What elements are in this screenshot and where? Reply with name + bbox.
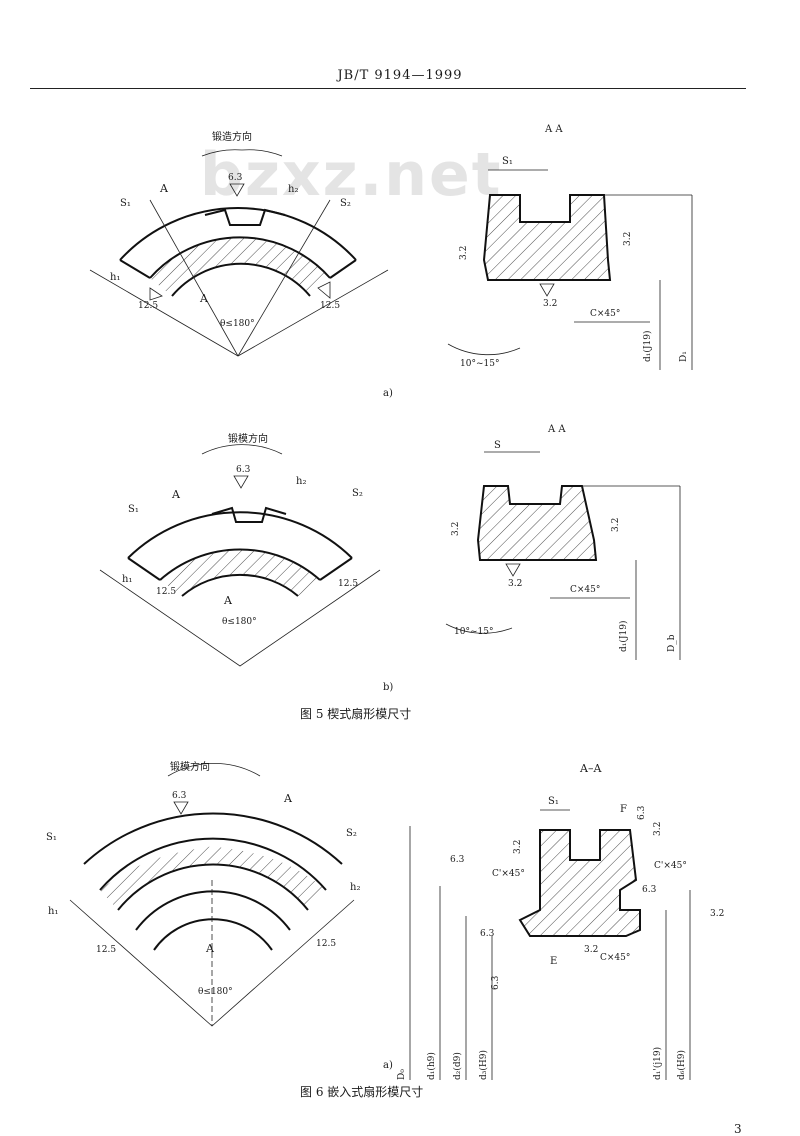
dim-d1: d₁(h9) bbox=[426, 1052, 437, 1080]
dim-s1: S₁ bbox=[502, 156, 513, 167]
dim-s2: S₂ bbox=[352, 488, 363, 499]
section-view-a: A A S₁ d₁(J19) D₁ C×45° 10°~15° 3.2 3.2 … bbox=[447, 124, 693, 370]
roughness-left-low: 12.5 bbox=[138, 301, 158, 311]
roughness-sec-bottom: 3.2 bbox=[543, 299, 557, 309]
angle-note: θ≤180° bbox=[222, 617, 257, 627]
forging-direction-label: 锻模方向 bbox=[170, 760, 210, 773]
section-marker-bottom: A bbox=[205, 942, 215, 955]
dim-d1: d₁(J19) bbox=[618, 621, 629, 652]
chamfer-c1: C'×45° bbox=[492, 869, 525, 879]
sector-view-6a: 锻模方向 S₁ S₂ h₁ h₂ A A θ≤180° 6.3 12.5 12.… bbox=[46, 760, 360, 1027]
section-title: A A bbox=[544, 124, 563, 135]
angle-note: θ≤180° bbox=[220, 319, 255, 329]
angle-note: θ≤180° bbox=[198, 987, 233, 997]
dim-s1: S₁ bbox=[548, 796, 559, 807]
dim-h1: h₁ bbox=[110, 272, 120, 283]
figure-6-caption: 图 6 嵌入式扇形模尺寸 bbox=[300, 1084, 423, 1099]
section-view-6a: A–A S₁ F E C'×45° C'×45° C×45° D₀ d₁(h9)… bbox=[397, 762, 724, 1080]
roughness-top: 6.3 bbox=[236, 465, 251, 475]
standard-code: JB/T 9194—1999 bbox=[337, 68, 463, 83]
draft-angle: 10°~15° bbox=[460, 359, 499, 369]
roughness-left-low: 12.5 bbox=[96, 945, 116, 955]
dim-E: E bbox=[550, 956, 557, 967]
roughness-r5: 6.3 bbox=[642, 885, 657, 895]
roughness-sec-left: 3.2 bbox=[451, 522, 461, 536]
dim-d4: d₁'(j19) bbox=[652, 1047, 663, 1080]
roughness-right-low: 12.5 bbox=[320, 301, 340, 311]
roughness-r2: 3.2 bbox=[513, 840, 523, 854]
roughness-r9: 3.2 bbox=[710, 909, 724, 919]
draft-angle: 10°~15° bbox=[454, 627, 493, 637]
roughness-left-low: 12.5 bbox=[156, 587, 176, 597]
sector-view-b: 锻模方向 S₁ S₂ h₁ h₂ A A θ≤180° 6.3 12.5 12.… bbox=[99, 432, 381, 667]
figure-6a: 锻模方向 S₁ S₂ h₁ h₂ A A θ≤180° 6.3 12.5 12.… bbox=[46, 760, 724, 1099]
section-title: A–A bbox=[579, 762, 602, 775]
dim-s2: S₂ bbox=[346, 828, 357, 839]
forging-direction-label: 锻模方向 bbox=[228, 432, 268, 445]
watermark: bzxz.net bbox=[200, 140, 503, 210]
roughness-sec-bottom: 3.2 bbox=[508, 579, 522, 589]
dim-s1: S₁ bbox=[128, 504, 139, 515]
roughness-sec-right: 3.2 bbox=[611, 518, 621, 532]
section-marker-bottom: A bbox=[199, 292, 209, 305]
section-marker-top: A bbox=[159, 182, 169, 195]
dim-h1: h₁ bbox=[122, 574, 132, 585]
chamfer-label: C×45° bbox=[590, 309, 620, 319]
figure-5b: 锻模方向 S₁ S₂ h₁ h₂ A A θ≤180° 6.3 12.5 12.… bbox=[99, 424, 681, 721]
dim-s: S bbox=[494, 440, 501, 451]
dim-s1: S₁ bbox=[46, 832, 57, 843]
roughness-r3: 3.2 bbox=[653, 822, 663, 836]
chamfer-label: C×45° bbox=[570, 585, 600, 595]
figure-5a: 锻造方向 S₁ S₂ h₁ h₂ A A θ≤180° 6.3 12.5 12.… bbox=[89, 124, 693, 399]
chamfer-c2: C'×45° bbox=[654, 861, 687, 871]
dim-Db: D_b bbox=[667, 634, 677, 652]
dim-d5: d₆(H9) bbox=[676, 1050, 687, 1080]
dim-d3: d₃(H9) bbox=[478, 1050, 489, 1080]
dim-d1: d₁(J19) bbox=[642, 331, 653, 362]
section-view-b: A A S d₁(J19) D_b C×45° 10°~15° 3.2 3.2 … bbox=[445, 424, 681, 660]
roughness-r6: 3.2 bbox=[584, 945, 598, 955]
roughness-top: 6.3 bbox=[172, 791, 187, 801]
dim-d2: d₂(d9) bbox=[452, 1052, 463, 1080]
dim-s1: S₁ bbox=[120, 198, 131, 209]
section-marker-top: A bbox=[283, 792, 293, 805]
chamfer-c3: C×45° bbox=[600, 953, 630, 963]
section-title: A A bbox=[547, 424, 566, 435]
roughness-r8: 6.3 bbox=[491, 975, 501, 990]
dim-h2: h₂ bbox=[288, 184, 298, 195]
section-marker-bottom: A bbox=[223, 594, 233, 607]
section-marker-top: A bbox=[171, 488, 181, 501]
header-rule bbox=[30, 88, 746, 89]
roughness-top: 6.3 bbox=[228, 173, 243, 183]
forging-direction-label: 锻造方向 bbox=[212, 130, 252, 143]
sector-view-a: 锻造方向 S₁ S₂ h₁ h₂ A A θ≤180° 6.3 12.5 12.… bbox=[89, 130, 389, 357]
roughness-right-low: 12.5 bbox=[338, 579, 358, 589]
dim-h2: h₂ bbox=[350, 882, 360, 893]
dim-D1: D₁ bbox=[679, 351, 689, 362]
page-number: 3 bbox=[734, 1122, 742, 1136]
dim-D0: D₀ bbox=[397, 1069, 407, 1080]
roughness-sec-left: 3.2 bbox=[459, 246, 469, 260]
dim-s2: S₂ bbox=[340, 198, 351, 209]
dim-h2: h₂ bbox=[296, 476, 306, 487]
sub-label-6a: a) bbox=[383, 1060, 393, 1071]
roughness-right-low: 12.5 bbox=[316, 939, 336, 949]
sub-label-a: a) bbox=[383, 388, 393, 399]
sub-label-b: b) bbox=[383, 682, 393, 693]
roughness-r7: 6.3 bbox=[480, 929, 495, 939]
dim-F: F bbox=[620, 804, 627, 815]
roughness-sec-right: 3.2 bbox=[623, 232, 633, 246]
figure-5-caption: 图 5 楔式扇形模尺寸 bbox=[300, 706, 411, 721]
roughness-r1: 6.3 bbox=[450, 855, 465, 865]
roughness-r4: 6.3 bbox=[637, 805, 647, 820]
dim-h1: h₁ bbox=[48, 906, 58, 917]
